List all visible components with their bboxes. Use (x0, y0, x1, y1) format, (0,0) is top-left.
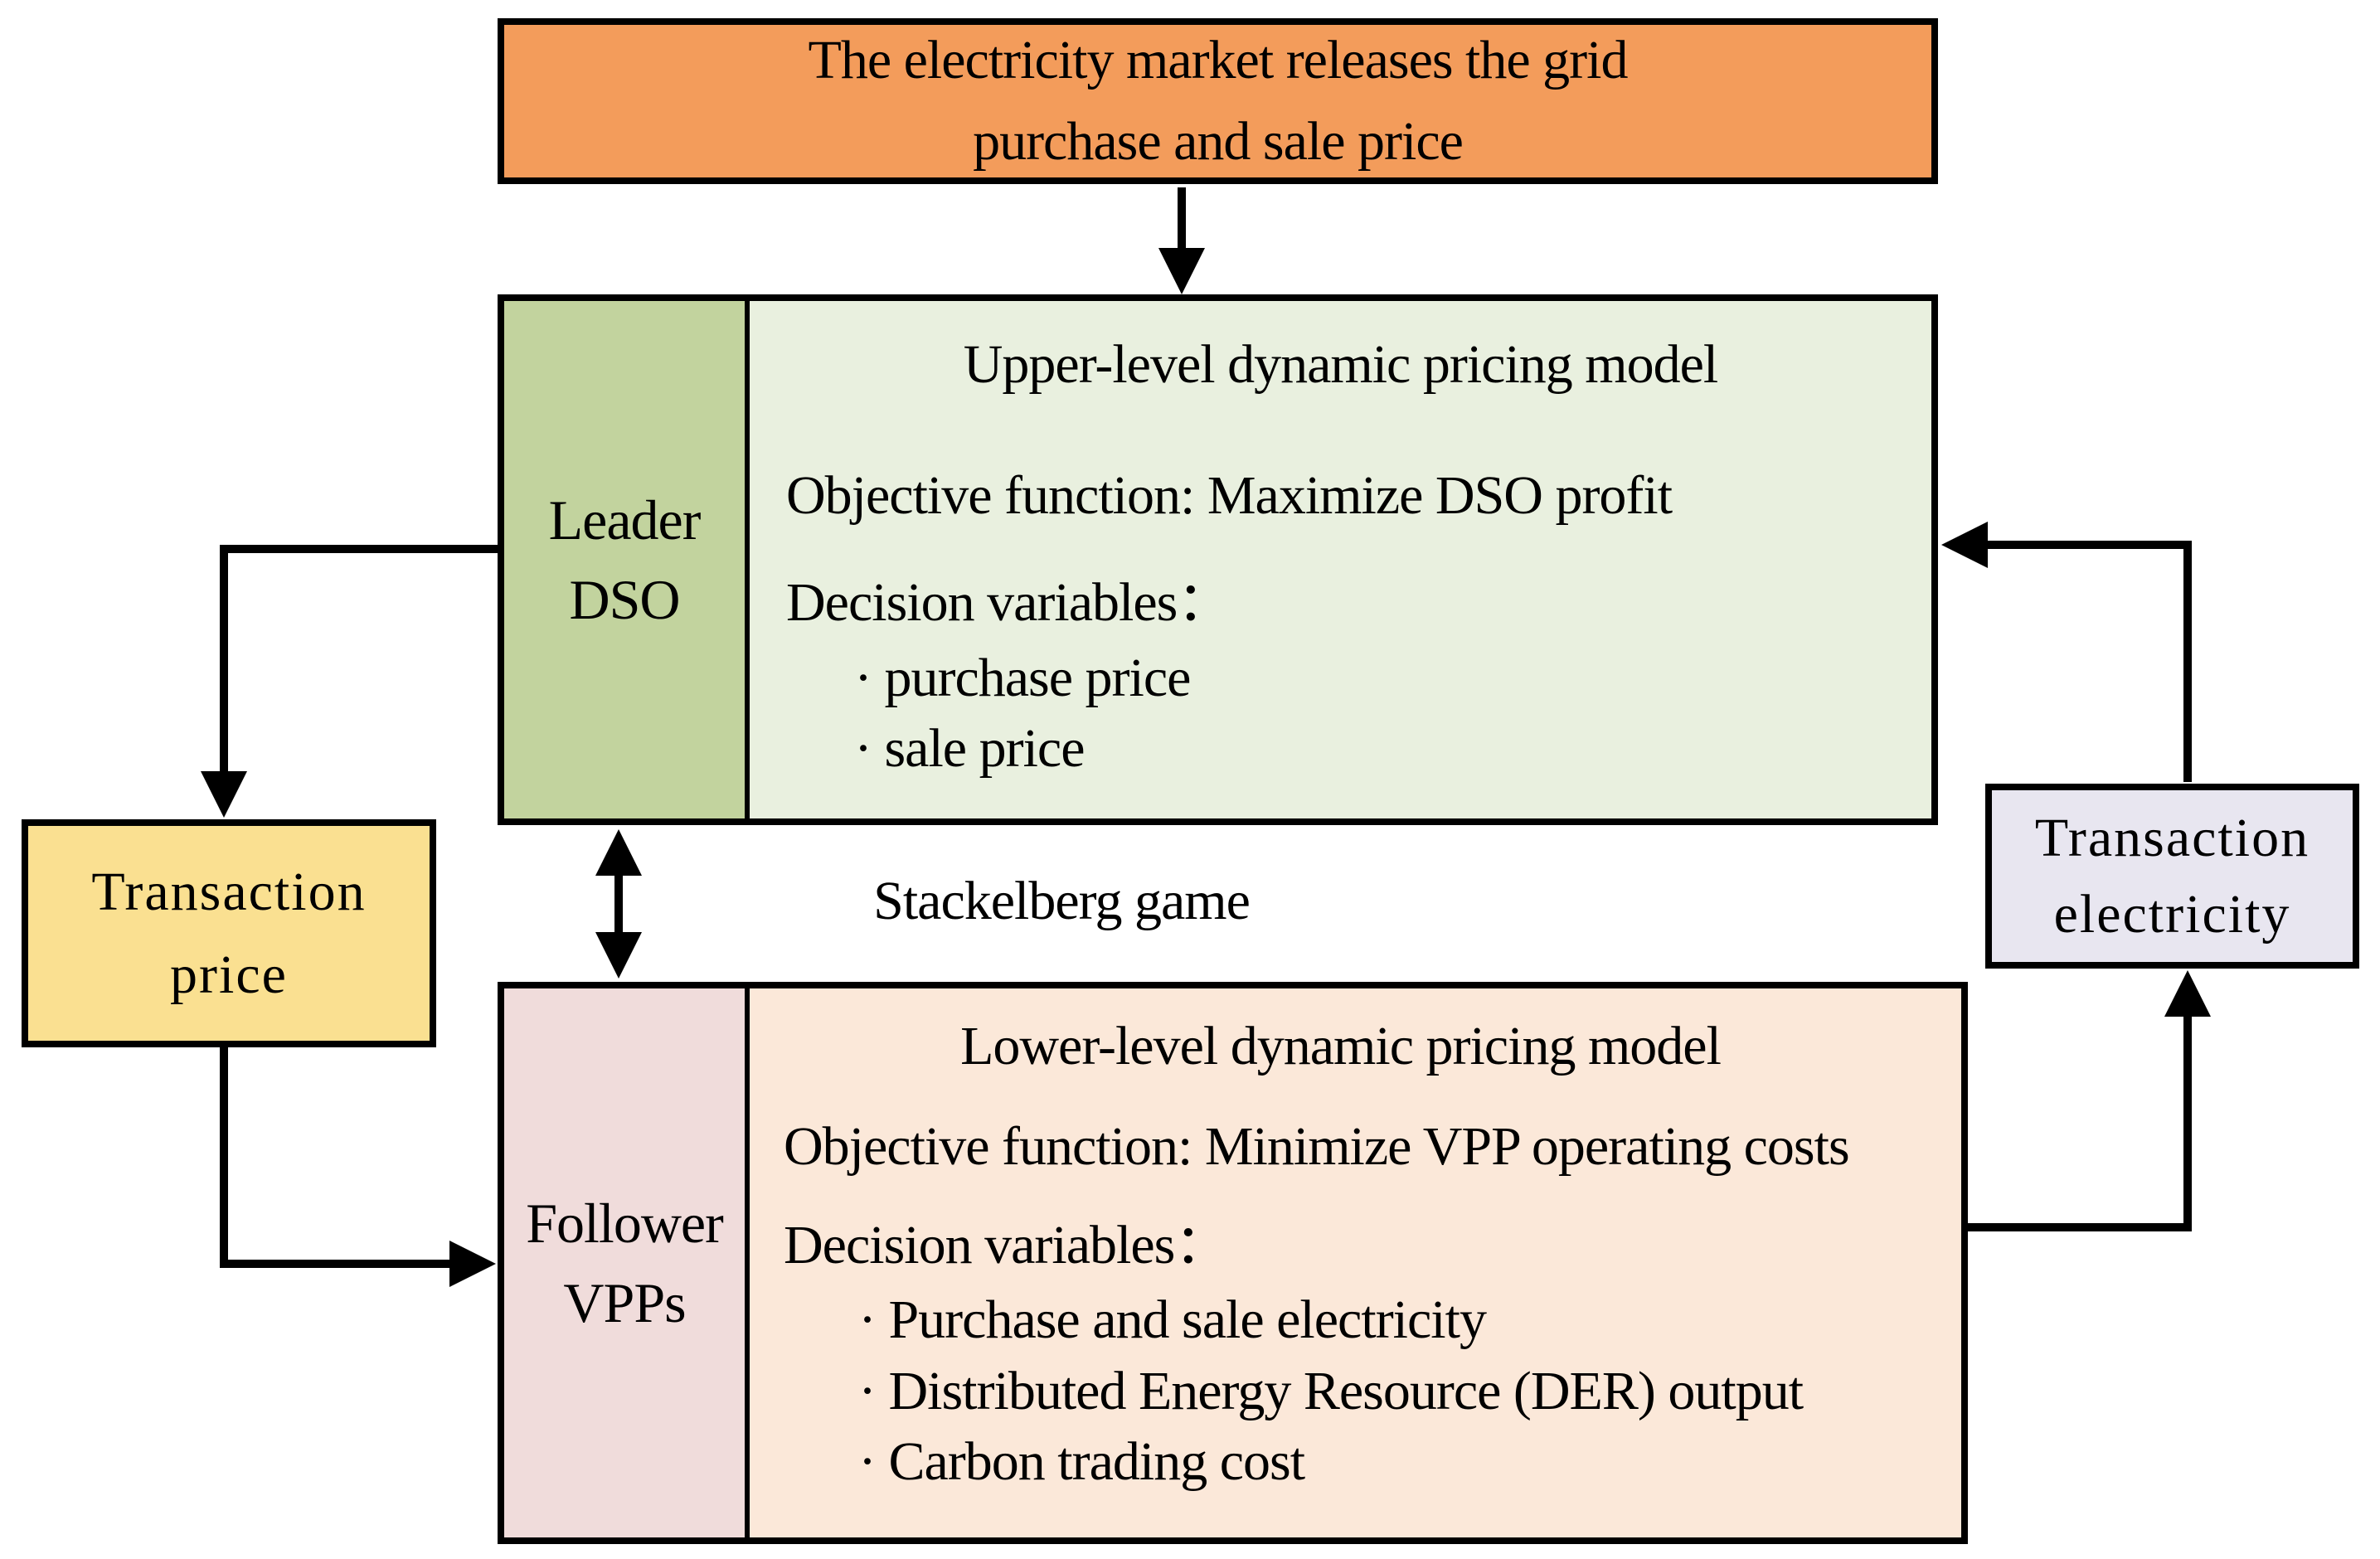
follower-label-line1: Follower (526, 1192, 724, 1255)
market-text-line1: The electricity market releases the grid (808, 30, 1629, 90)
stackelberg-double-arrow (595, 829, 642, 979)
upper-bullet-sale-price: · sale price (854, 718, 1085, 779)
upper-level-model-box: Leader DSO Upper-level dynamic pricing m… (498, 294, 1938, 825)
price-label-line2: price (170, 944, 288, 1005)
lower-bullet-der-output: · Distributed Energy Resource (DER) outp… (858, 1361, 1804, 1421)
lower-bullet-purchase-sale-electricity: · Purchase and sale electricity (858, 1289, 1487, 1350)
lower-level-model-box: Follower VPPs Lower-level dynamic pricin… (498, 982, 1968, 1544)
follower-vpps-panel: Follower VPPs (504, 988, 750, 1537)
electricity-label-line1: Transaction (2034, 807, 2310, 868)
electricity-label-line2: electricity (2053, 883, 2291, 945)
upper-bullet-purchase-price: · purchase price (854, 648, 1191, 708)
leader-dso-panel: Leader DSO (504, 301, 750, 818)
lower-bullet-carbon-trading-cost: · Carbon trading cost (858, 1431, 1305, 1492)
arrow-price-to-vpps (220, 1044, 496, 1287)
electricity-market-box: The electricity market releases the grid… (498, 18, 1938, 184)
transaction-price-box: Transaction price (22, 819, 436, 1047)
upper-model-title: Upper-level dynamic pricing model (963, 334, 1719, 395)
arrow-dso-to-price (201, 545, 501, 818)
stackelberg-game-label: Stackelberg game (873, 871, 1251, 931)
arrow-vpps-to-electricity (1965, 970, 2211, 1231)
lower-objective-text: Objective function: Minimize VPP operati… (784, 1116, 1850, 1177)
arrow-electricity-to-dso (1941, 522, 2192, 782)
price-label-line1: Transaction (91, 861, 367, 922)
leader-label-line1: Leader (548, 488, 702, 551)
market-text-line2: purchase and sale price (973, 111, 1464, 172)
follower-label-line2: VPPs (563, 1271, 686, 1334)
lower-model-title: Lower-level dynamic pricing model (960, 1016, 1722, 1076)
lower-decision-header: Decision variables： (784, 1215, 1229, 1275)
upper-decision-header: Decision variables： (786, 572, 1231, 633)
upper-objective-text: Objective function: Maximize DSO profit (786, 465, 1673, 526)
transaction-electricity-box: Transaction electricity (1985, 784, 2359, 969)
arrow-market-to-upper (1158, 187, 1205, 294)
leader-label-line2: DSO (569, 568, 680, 631)
